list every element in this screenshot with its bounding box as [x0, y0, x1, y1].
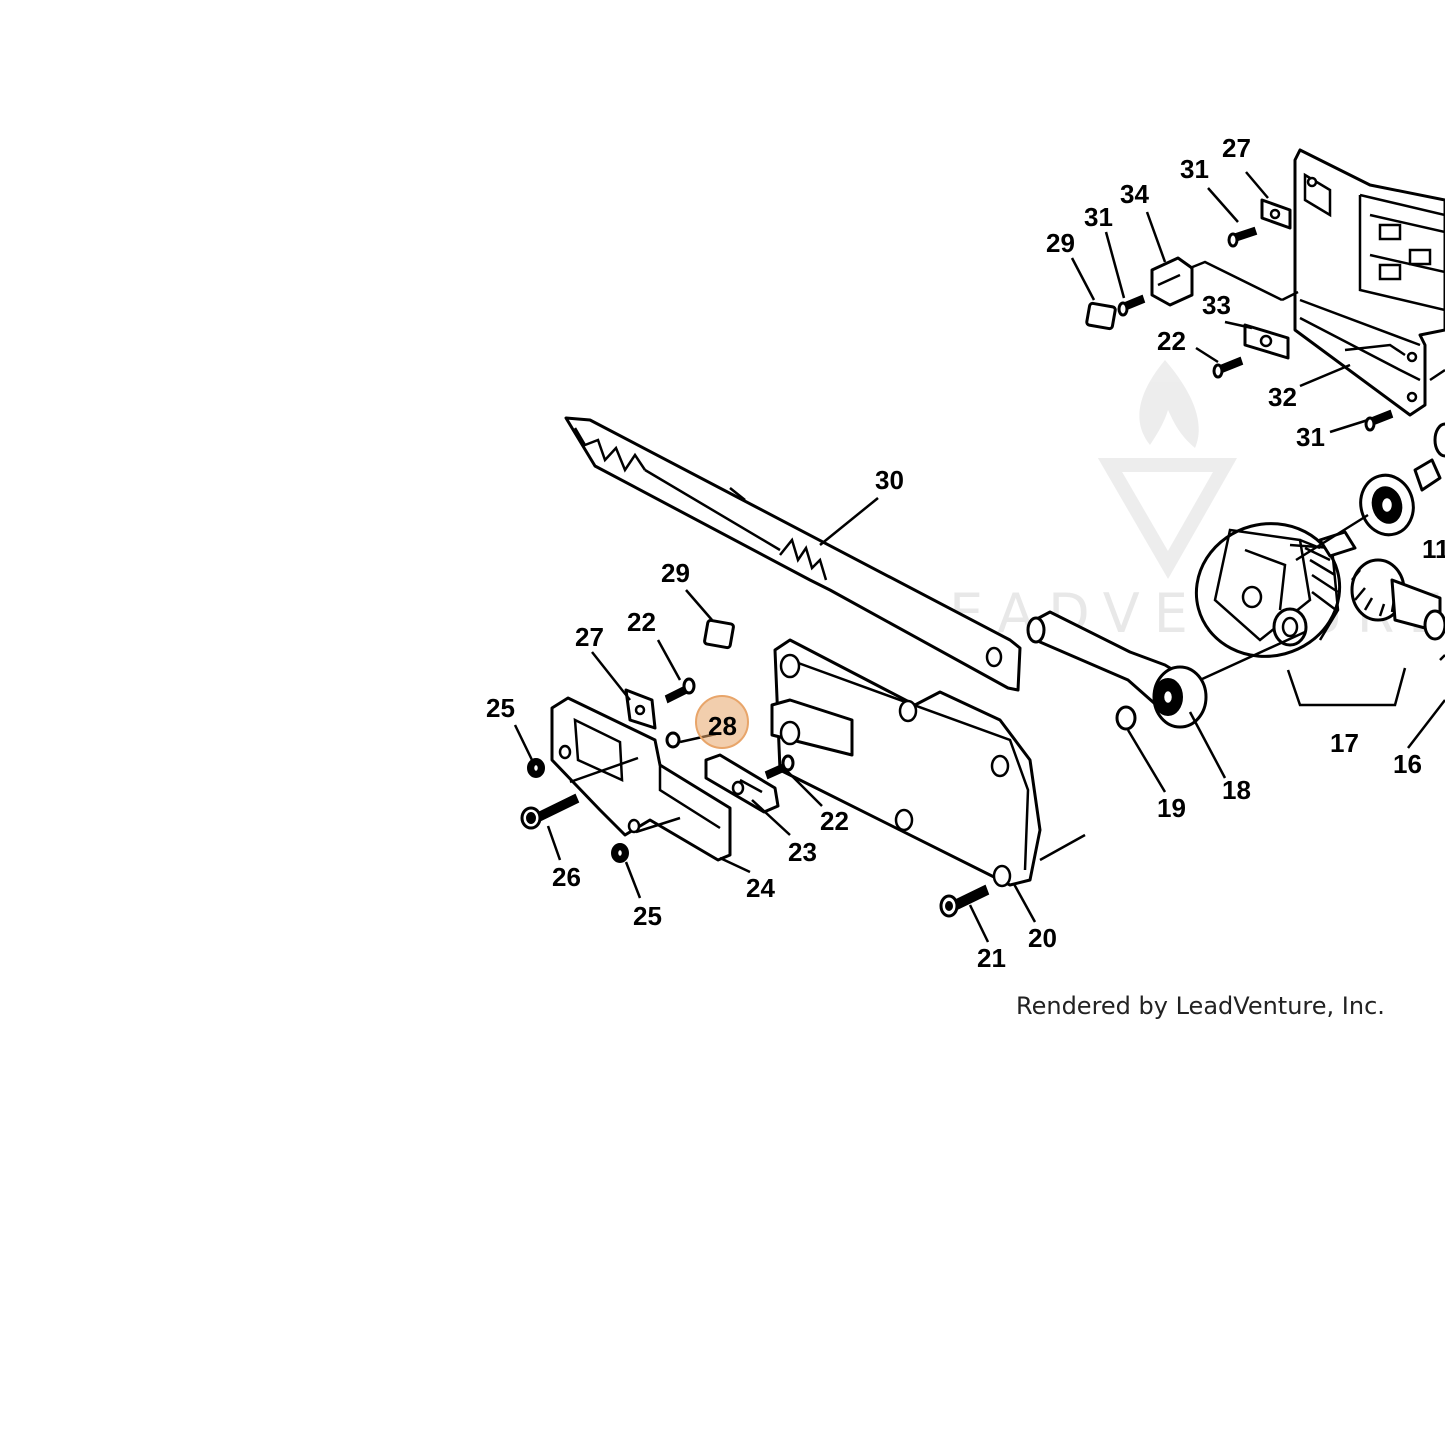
callout-16[interactable]: 16: [1393, 749, 1422, 779]
callout-34[interactable]: 34: [1120, 179, 1149, 209]
part-11-bearing: [1359, 422, 1445, 537]
callout-19[interactable]: 19: [1157, 793, 1186, 823]
callout-17[interactable]: 17: [1330, 728, 1359, 758]
callout-22-top[interactable]: 22: [1157, 326, 1186, 356]
callout-20[interactable]: 20: [1028, 923, 1057, 953]
screw-31-mid: [1117, 294, 1146, 317]
part-19-washer: [1115, 705, 1137, 731]
callout-24[interactable]: 24: [746, 873, 775, 903]
callout-31-low[interactable]: 31: [1296, 422, 1325, 452]
callout-29-top[interactable]: 29: [1046, 228, 1075, 258]
nut-25-top: [527, 758, 545, 778]
callout-23[interactable]: 23: [788, 837, 817, 867]
screw-21: [939, 884, 990, 918]
screw-31-low: [1364, 409, 1394, 432]
callout-26[interactable]: 26: [552, 862, 581, 892]
callout-33[interactable]: 33: [1202, 290, 1231, 320]
part-27-clip-top: [1260, 198, 1292, 230]
part-33-plate: [1243, 323, 1290, 360]
screw-26: [520, 793, 580, 830]
callout-25-top[interactable]: 25: [486, 693, 515, 723]
callout-31-top[interactable]: 31: [1180, 154, 1209, 184]
part-16-pinion: [1350, 558, 1445, 661]
part-20-cover-plate: [770, 638, 1086, 888]
part-29-key-top: [1085, 301, 1117, 331]
part-30-saw-blade: [564, 416, 1022, 692]
screw-22-lower-a: [664, 677, 696, 704]
screw-31-top: [1227, 226, 1258, 248]
callout-27-lower[interactable]: 27: [575, 622, 604, 652]
part-29-key-lower: [703, 618, 735, 650]
callout-25-bottom[interactable]: 25: [633, 901, 662, 931]
callout-22-lower-a[interactable]: 22: [627, 607, 656, 637]
callout-28[interactable]: 28: [708, 711, 737, 741]
part-34-bracket: [1150, 256, 1194, 307]
callout-labels: 27 31 34 31 29 33 22 32 31 30 11 29 22 2…: [486, 133, 1445, 973]
part-17-gear: [1194, 522, 1357, 658]
callout-27-top[interactable]: 27: [1222, 133, 1251, 163]
callout-30[interactable]: 30: [875, 465, 904, 495]
leader-lines: [513, 171, 1445, 943]
callout-11[interactable]: 11: [1422, 534, 1445, 564]
callout-31-mid[interactable]: 31: [1084, 202, 1113, 232]
screw-22-top: [1212, 356, 1244, 379]
part-28-washer: [665, 731, 681, 749]
callout-22-lower-b[interactable]: 22: [820, 806, 849, 836]
part-24-clamp-block: [550, 696, 732, 862]
callout-32[interactable]: 32: [1268, 382, 1297, 412]
callout-29-lower[interactable]: 29: [661, 558, 690, 588]
part-23-spring-plate: [704, 753, 780, 814]
callout-18[interactable]: 18: [1222, 775, 1251, 805]
selected-callout-highlight: [695, 695, 749, 749]
part-27-clip-lower: [624, 688, 657, 730]
screw-22-lower-b: [764, 754, 795, 780]
nut-25-bottom: [611, 843, 629, 863]
part-18-crank-arm: [1026, 610, 1208, 729]
render-credit: Rendered by LeadVenture, Inc.: [1016, 992, 1385, 1020]
gear-housing: [1293, 148, 1445, 417]
callout-21[interactable]: 21: [977, 943, 1006, 973]
